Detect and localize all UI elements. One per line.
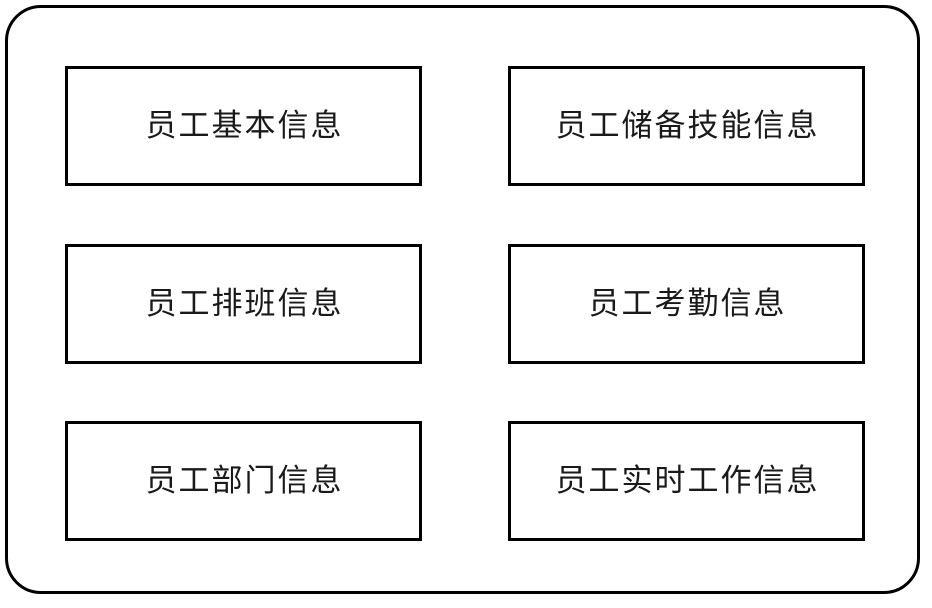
box-label-employee-attendance-info: 员工考勤信息 xyxy=(588,285,787,322)
box-label-employee-realtime-work-info: 员工实时工作信息 xyxy=(555,462,820,499)
box-employee-department-info[interactable]: 员工部门信息 xyxy=(65,421,422,541)
box-employee-attendance-info[interactable]: 员工考勤信息 xyxy=(508,244,865,364)
box-label-employee-basic-info: 员工基本信息 xyxy=(145,107,344,144)
box-label-employee-shift-schedule-info: 员工排班信息 xyxy=(145,285,344,322)
box-employee-realtime-work-info[interactable]: 员工实时工作信息 xyxy=(508,421,865,541)
box-employee-basic-info[interactable]: 员工基本信息 xyxy=(65,66,422,186)
outer-rounded-container: 员工基本信息 员工储备技能信息 员工排班信息 员工考勤信息 员工部门信息 员工实… xyxy=(5,5,920,594)
box-employee-shift-schedule-info[interactable]: 员工排班信息 xyxy=(65,244,422,364)
box-label-employee-department-info: 员工部门信息 xyxy=(145,462,344,499)
box-label-employee-reserve-skill-info: 员工储备技能信息 xyxy=(555,107,820,144)
box-employee-reserve-skill-info[interactable]: 员工储备技能信息 xyxy=(508,66,865,186)
